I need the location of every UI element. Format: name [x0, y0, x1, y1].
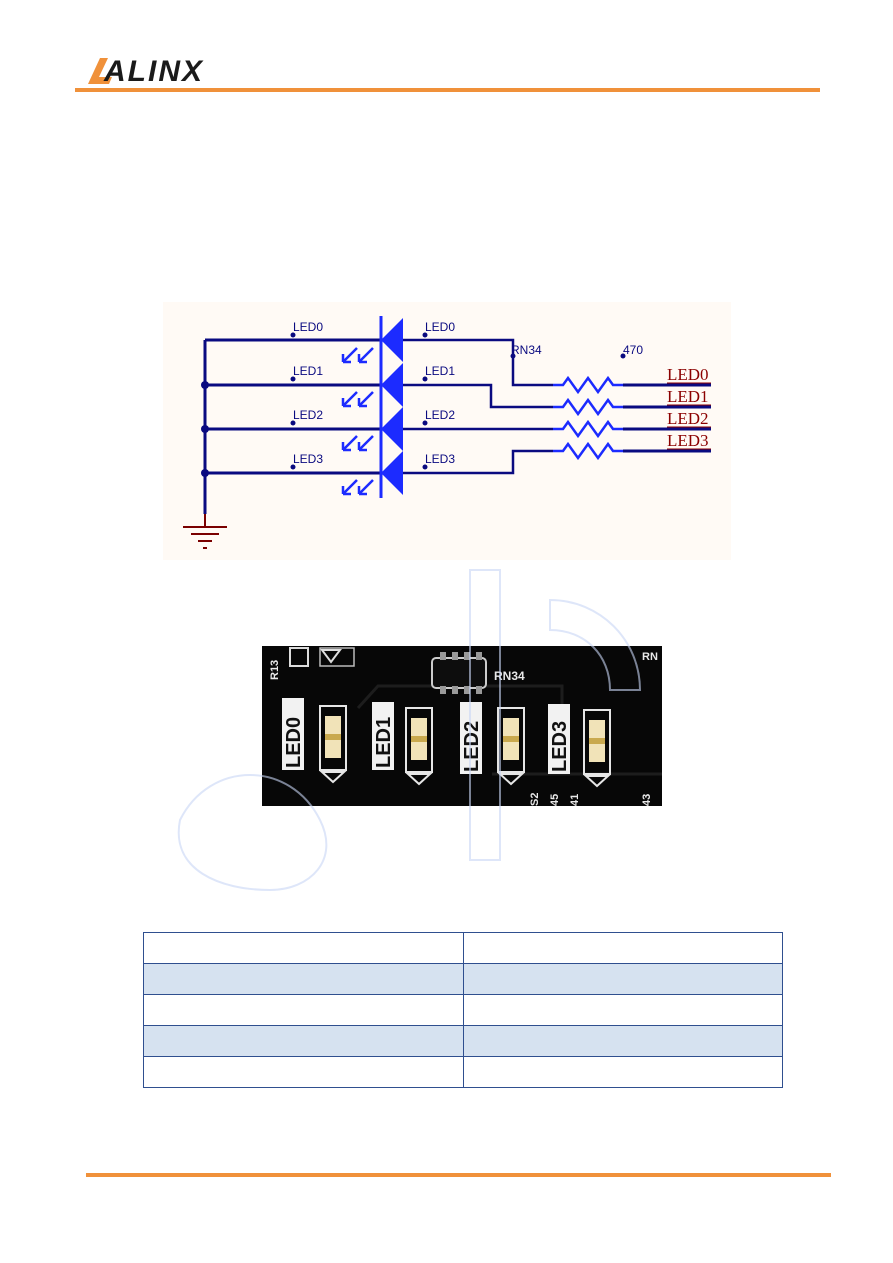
table-cell: [143, 994, 464, 1026]
table-cell: [143, 1025, 464, 1057]
output-net-label-3: LED3: [667, 431, 709, 450]
led2-diode: [381, 407, 403, 451]
led-pin-table: [143, 932, 783, 1088]
table-cell: [143, 963, 464, 995]
rn34-package: [431, 652, 487, 694]
silk-led3: LED3: [549, 721, 571, 772]
silk-led1: LED1: [373, 717, 395, 768]
silk-pin-45: 45: [549, 794, 561, 806]
table-cell: [462, 1025, 783, 1057]
table-header-row: [143, 932, 783, 964]
table-row: [143, 1025, 783, 1057]
alinx-logo: ALINX: [88, 55, 204, 86]
logo-accent-mark: [88, 58, 112, 84]
led-schematic: LED0 LED0 LED1 LED1 LED2 LED2 LED3 LED3 …: [163, 302, 731, 560]
table-row: [143, 994, 783, 1026]
silk-rn: RN: [642, 651, 658, 663]
silk-pin-s2: S2: [529, 793, 541, 806]
silk-led2: LED2: [461, 721, 483, 772]
silk-rn34: RN34: [494, 669, 525, 683]
cathode-net-label-1: LED1: [293, 364, 323, 378]
cathode-net-label-3: LED3: [293, 452, 323, 466]
led0-diode: [381, 318, 403, 362]
footer-rule: [86, 1173, 831, 1177]
output-net-label-0: LED0: [667, 365, 709, 384]
table-row: [143, 1056, 783, 1088]
resistor-value-label: 470: [623, 343, 643, 357]
output-net-label-1: LED1: [667, 387, 709, 406]
anode-net-label-3: LED3: [425, 452, 455, 466]
cathode-net-label-0: LED0: [293, 320, 323, 334]
pcb-photo: LED0 LED1 LED2 LED3 R13 RN34 RN S2 45 41…: [262, 646, 662, 806]
emission-arrows: [341, 347, 374, 496]
anode-net-label-1: LED1: [425, 364, 455, 378]
silk-pin-43: 43: [641, 794, 653, 806]
table-cell: [143, 932, 464, 964]
led3-diode: [381, 451, 403, 495]
anode-net-label-0: LED0: [425, 320, 455, 334]
led1-diode: [381, 363, 403, 407]
table-cell: [462, 1056, 783, 1088]
table-cell: [462, 994, 783, 1026]
resistor-ref-label: RN34: [511, 343, 542, 357]
header-rule: [75, 88, 820, 92]
svg-text:ALINX: ALINX: [103, 55, 204, 86]
silk-r13: R13: [269, 660, 281, 680]
anode-net-label-2: LED2: [425, 408, 455, 422]
ground-symbol: [183, 526, 227, 549]
cathode-net-label-2: LED2: [293, 408, 323, 422]
silk-pin-41: 41: [569, 794, 581, 806]
output-net-label-2: LED2: [667, 409, 709, 428]
table-row: [143, 963, 783, 995]
silk-led0: LED0: [283, 717, 305, 768]
table-cell: [462, 963, 783, 995]
table-cell: [143, 1056, 464, 1088]
table-cell: [462, 932, 783, 964]
resistor-network: [553, 375, 623, 461]
